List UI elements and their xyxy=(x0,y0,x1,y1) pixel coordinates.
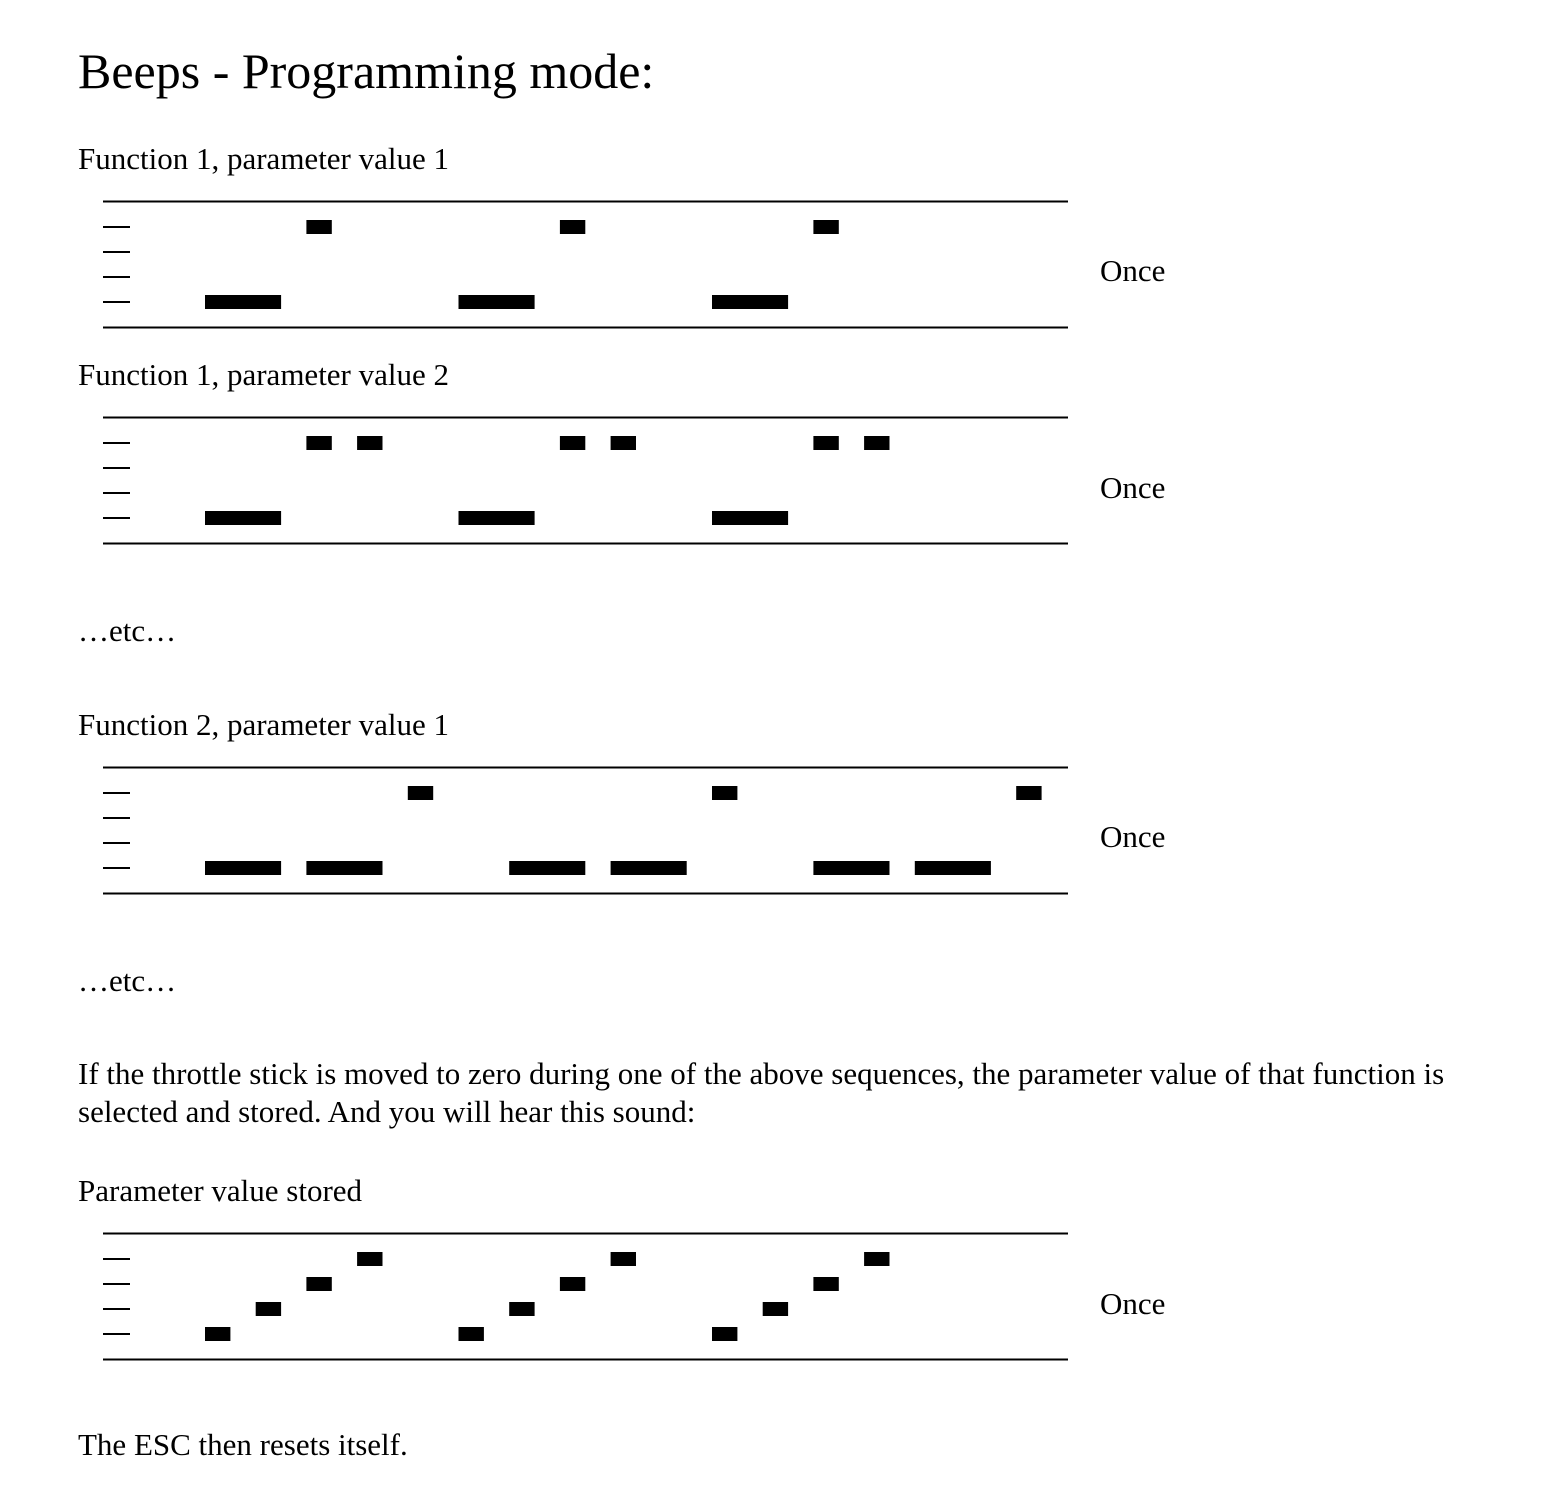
footer-text: The ESC then resets itself. xyxy=(78,1427,408,1462)
short-beep xyxy=(610,436,636,450)
short-beep xyxy=(559,1277,586,1291)
long-beep xyxy=(205,511,282,525)
short-beep xyxy=(762,1302,789,1316)
long-beep xyxy=(458,295,535,309)
short-beep xyxy=(559,220,586,234)
short-beep xyxy=(813,1277,839,1291)
short-beep xyxy=(813,436,839,450)
short-beep xyxy=(712,1327,738,1341)
beep-diagram-svg xyxy=(103,416,1068,545)
short-beep xyxy=(1016,786,1042,800)
long-beep xyxy=(509,861,586,875)
beep-diagram-svg xyxy=(103,1232,1068,1361)
long-beep xyxy=(914,861,991,875)
beep-diagram-svg xyxy=(103,200,1068,329)
short-beep xyxy=(712,786,738,800)
etc-text: …etc… xyxy=(78,963,177,998)
short-beep xyxy=(864,1252,890,1266)
long-beep xyxy=(306,861,383,875)
short-beep xyxy=(205,1327,231,1341)
short-beep xyxy=(509,1302,535,1316)
long-beep xyxy=(205,861,282,875)
repeat-label-parameter-value-stored: Once xyxy=(1100,1286,1166,1321)
short-beep xyxy=(864,436,890,450)
short-beep xyxy=(357,1252,383,1266)
short-beep xyxy=(559,436,586,450)
long-beep xyxy=(458,511,535,525)
etc-text: …etc… xyxy=(78,613,177,648)
beep-diagram-function-1-value-1 xyxy=(0,200,1200,330)
long-beep xyxy=(610,861,687,875)
section-label-parameter-value-stored: Parameter value stored xyxy=(78,1173,363,1208)
short-beep xyxy=(306,436,332,450)
beep-diagram-function-2-value-1 xyxy=(0,766,1200,896)
explanation-paragraph: If the throttle stick is moved to zero d… xyxy=(78,1056,1445,1129)
short-beep xyxy=(357,436,383,450)
beep-diagram-function-1-value-2 xyxy=(0,416,1200,546)
short-beep xyxy=(306,1277,332,1291)
short-beep xyxy=(813,220,839,234)
section-label-function-2-value-1: Function 2, parameter value 1 xyxy=(78,707,450,742)
beep-diagram-svg xyxy=(103,766,1068,895)
repeat-label-function-1-value-2: Once xyxy=(1100,470,1166,505)
short-beep xyxy=(255,1302,282,1316)
long-beep xyxy=(813,861,890,875)
short-beep xyxy=(407,786,434,800)
section-label-function-1-value-2: Function 1, parameter value 2 xyxy=(78,357,450,392)
beep-diagram-parameter-value-stored xyxy=(0,1232,1200,1362)
short-beep xyxy=(458,1327,484,1341)
repeat-label-function-2-value-1: Once xyxy=(1100,819,1166,854)
long-beep xyxy=(205,295,282,309)
repeat-label-function-1-value-1: Once xyxy=(1100,253,1166,288)
section-label-function-1-value-1: Function 1, parameter value 1 xyxy=(78,141,450,176)
short-beep xyxy=(306,220,332,234)
long-beep xyxy=(712,295,789,309)
page-title: Beeps - Programming mode: xyxy=(78,43,655,99)
long-beep xyxy=(712,511,789,525)
short-beep xyxy=(610,1252,636,1266)
